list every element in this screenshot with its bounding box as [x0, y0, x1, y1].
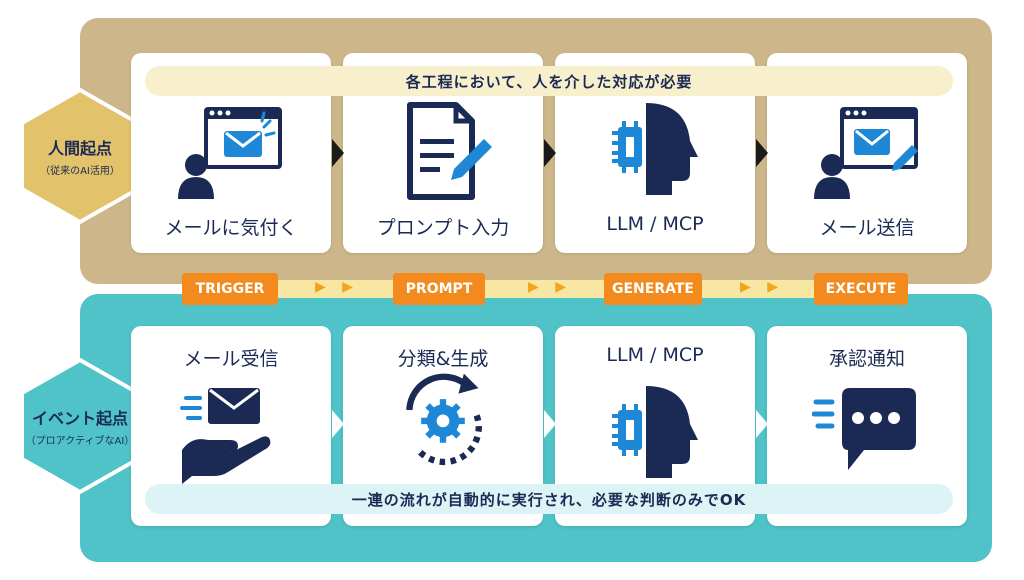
- chip-head-icon: [612, 386, 698, 478]
- stage-execute: EXECUTE: [814, 273, 908, 305]
- event-banner: 一連の流れが自動的に実行され、必要な判断のみでOK: [145, 484, 953, 514]
- event-flow-arrow-2: [544, 410, 556, 438]
- human-step-4-label: メール送信: [819, 217, 915, 239]
- user-mail-window-icon: [178, 107, 282, 199]
- human-start-hexagon: 人間起点 （従来のAI活用）: [18, 86, 142, 226]
- stage-trigger: TRIGGER: [182, 273, 278, 305]
- human-step-3-label: LLM / MCP: [606, 213, 704, 235]
- human-step-2-label: プロンプト入力: [376, 217, 510, 239]
- stage-arrows-3: ▶ ▶: [740, 279, 784, 295]
- event-start-title: イベント起点: [31, 409, 128, 428]
- user-mail-send-icon: [814, 107, 918, 199]
- chat-bubble-icon: [812, 388, 916, 470]
- hand-mail-icon: [180, 388, 271, 484]
- stage-prompt: PROMPT: [393, 273, 485, 305]
- human-start-subtitle: （従来のAI活用）: [40, 166, 120, 177]
- human-flow-arrow-1: [332, 139, 344, 167]
- stage-strip: [186, 280, 906, 298]
- human-flow-arrow-3: [756, 139, 768, 167]
- document-pen-icon: [407, 102, 492, 200]
- human-step-1-label: メールに気付く: [164, 217, 298, 239]
- cycle-gear-icon: [406, 373, 482, 466]
- event-step-2-label: 分類&生成: [397, 348, 489, 370]
- human-flow-arrow-2: [544, 139, 556, 167]
- stage-arrows-1: ▶ ▶: [315, 279, 359, 295]
- event-flow-arrow-1: [332, 410, 344, 438]
- event-step-4-label: 承認通知: [828, 348, 905, 370]
- stage-arrows-2: ▶ ▶: [528, 279, 572, 295]
- event-step-3-label: LLM / MCP: [606, 344, 704, 366]
- human-banner: 各工程において、人を介した対応が必要: [145, 66, 953, 96]
- event-start-subtitle: （プロアクティブなAI）: [25, 436, 135, 447]
- chip-head-icon: [612, 103, 698, 195]
- event-flow-arrow-3: [756, 410, 768, 438]
- human-start-title: 人間起点: [47, 139, 112, 158]
- event-step-1-label: メール受信: [183, 348, 279, 370]
- stage-generate: GENERATE: [604, 273, 702, 305]
- event-start-hexagon: イベント起点 （プロアクティブなAI）: [18, 356, 142, 496]
